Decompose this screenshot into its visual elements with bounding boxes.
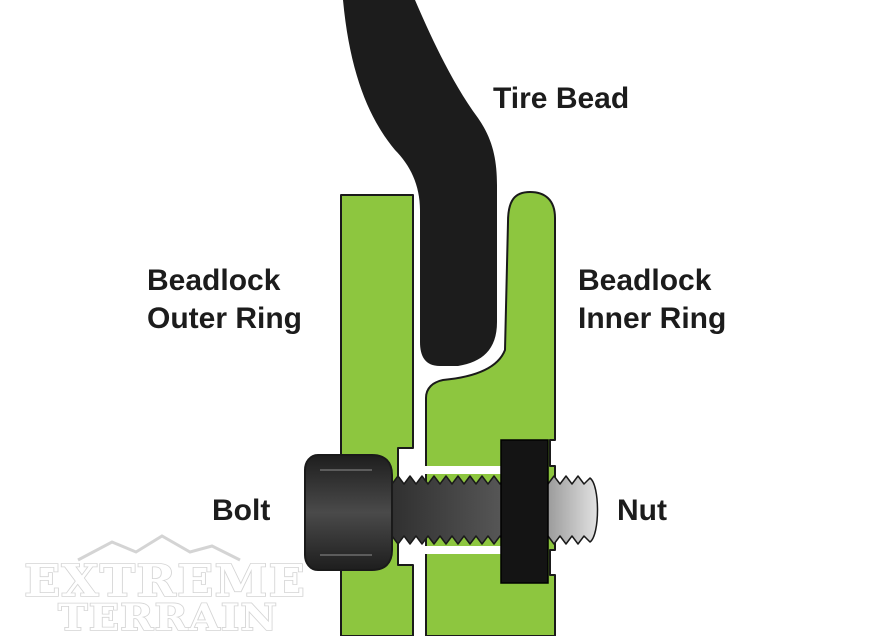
watermark-line2: TERRAIN — [58, 597, 278, 636]
nut-label: Nut — [617, 494, 667, 527]
bolt-shank — [377, 475, 599, 545]
outer-ring-label-line1: Beadlock — [147, 264, 281, 297]
inner-ring-label-line1: Beadlock — [578, 264, 712, 297]
inner-ring-label: Beadlock Inner Ring — [578, 262, 726, 338]
outer-ring-label: Beadlock Outer Ring — [147, 262, 302, 338]
bolt-head — [304, 454, 393, 571]
outer-ring-label-line2: Outer Ring — [147, 302, 302, 335]
extreme-terrain-watermark: EXTREME TERRAIN — [23, 534, 306, 636]
watermark-mountain — [77, 534, 241, 562]
tire-bead-shape — [343, 0, 497, 366]
bolt-channel-top — [413, 466, 501, 474]
bolt-label: Bolt — [212, 494, 271, 527]
nut-shape — [500, 439, 549, 584]
watermark-line1: EXTREME — [24, 556, 306, 607]
tire-bead-label: Tire Bead — [493, 82, 630, 115]
inner-ring-label-line2: Inner Ring — [578, 302, 727, 335]
bolt-channel-bottom — [413, 546, 501, 554]
